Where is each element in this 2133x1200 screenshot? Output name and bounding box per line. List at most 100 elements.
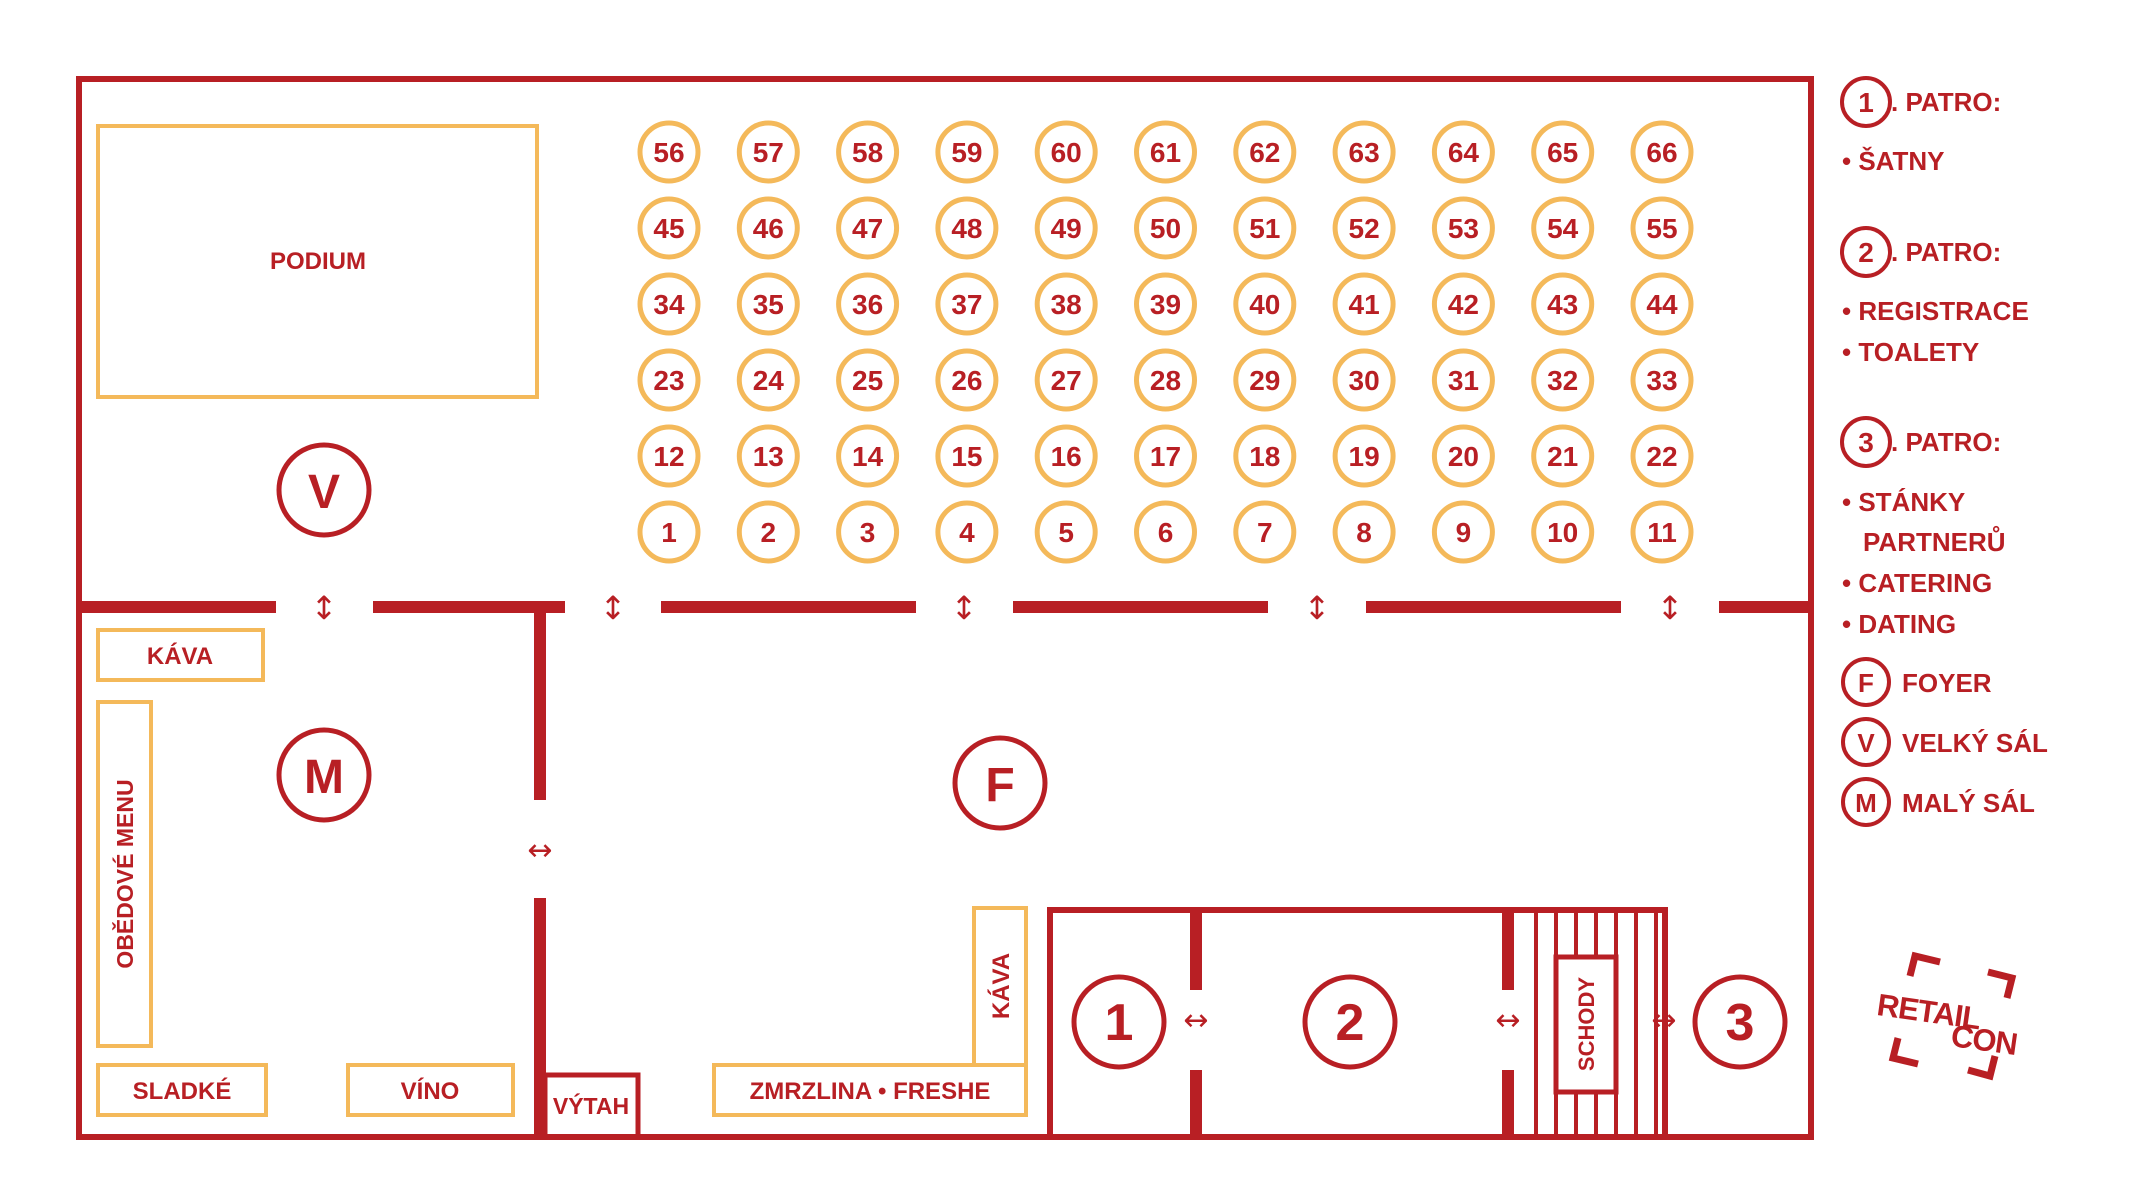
table-circle <box>1134 424 1197 488</box>
table-45: 45 <box>637 196 701 260</box>
table-8: 8 <box>1332 500 1396 564</box>
table-circle <box>736 120 800 184</box>
legend-velky-letter: V <box>1857 728 1875 758</box>
table-29: 29 <box>1233 348 1297 412</box>
table-circle <box>736 500 800 564</box>
legend-floor1-title: . PATRO: <box>1891 87 2001 117</box>
table-49: 49 <box>1034 196 1098 260</box>
table-57: 57 <box>736 120 800 184</box>
door-arrow-8: ↔ <box>1495 1003 1520 1038</box>
table-number: 27 <box>1051 365 1082 396</box>
table-63: 63 <box>1332 120 1396 184</box>
floor3-number: 3 <box>1726 994 1755 1052</box>
table-number: 11 <box>1647 517 1677 548</box>
kava-counter-top <box>96 628 265 682</box>
table-number: 31 <box>1448 365 1479 396</box>
legend-floor3-item-2: PARTNERŮ <box>1863 525 2006 557</box>
table-circle <box>1134 196 1197 260</box>
table-circle <box>1034 196 1098 260</box>
table-circle <box>836 272 900 336</box>
table-number: 30 <box>1349 365 1380 396</box>
table-circle <box>1332 272 1396 336</box>
table-circle <box>1431 120 1495 184</box>
table-circle <box>1034 424 1098 488</box>
table-27: 27 <box>1034 348 1098 412</box>
table-number: 37 <box>951 289 982 320</box>
table-circle <box>1134 348 1197 412</box>
table-9: 9 <box>1431 500 1495 564</box>
velky-sal-marker <box>276 442 372 538</box>
table-48: 48 <box>935 196 999 260</box>
vytah-label: VÝTAH <box>553 1092 629 1119</box>
vino-counter <box>346 1063 515 1117</box>
table-number: 49 <box>1051 213 1082 244</box>
table-51: 51 <box>1233 196 1297 260</box>
table-number: 36 <box>852 289 883 320</box>
table-circle <box>836 500 900 564</box>
table-32: 32 <box>1531 348 1595 412</box>
legend-foyer-letter: F <box>1858 668 1874 698</box>
table-47: 47 <box>836 196 900 260</box>
table-circle <box>637 272 701 336</box>
table-number: 33 <box>1646 365 1677 396</box>
doorway-arrows: ↕ ↕ ↕ ↕ ↕ ↔ ↔ ↔ ↔ <box>311 589 1684 1038</box>
table-number: 43 <box>1547 289 1578 320</box>
table-number: 16 <box>1051 441 1082 472</box>
table-17: 17 <box>1134 424 1197 488</box>
table-circle <box>1431 348 1495 412</box>
table-44: 44 <box>1630 272 1694 336</box>
table-circle <box>637 348 701 412</box>
table-circle <box>935 120 999 184</box>
table-number: 41 <box>1349 289 1380 320</box>
table-circle <box>1233 348 1297 412</box>
table-circle <box>637 500 701 564</box>
schody-stairs <box>1553 954 1619 1095</box>
table-number: 45 <box>653 213 684 244</box>
table-circle <box>1630 348 1694 412</box>
table-circle <box>1332 120 1396 184</box>
table-circle <box>1630 424 1694 488</box>
vytah-elevator <box>542 1072 641 1140</box>
table-number: 42 <box>1448 289 1479 320</box>
table-54: 54 <box>1531 196 1595 260</box>
table-number: 20 <box>1448 441 1479 472</box>
table-11: 11 <box>1630 500 1694 564</box>
table-39: 39 <box>1134 272 1197 336</box>
table-circle <box>1431 424 1495 488</box>
table-number: 48 <box>951 213 982 244</box>
table-number: 62 <box>1249 137 1280 168</box>
table-7: 7 <box>1233 500 1297 564</box>
door-arrow-5: ↕ <box>1657 589 1684 627</box>
table-number: 25 <box>852 365 883 396</box>
table-number: 29 <box>1249 365 1280 396</box>
table-circle <box>1531 424 1595 488</box>
table-3: 3 <box>836 500 900 564</box>
table-number: 9 <box>1456 517 1472 548</box>
table-46: 46 <box>736 196 800 260</box>
legend-floor2-title: . PATRO: <box>1891 237 2001 267</box>
legend: 1 . PATRO: • ŠATNY 2 . PATRO: • REGISTRA… <box>1840 76 2048 827</box>
table-number: 10 <box>1547 517 1578 548</box>
table-number: 63 <box>1349 137 1380 168</box>
table-number: 12 <box>653 441 684 472</box>
table-60: 60 <box>1034 120 1098 184</box>
table-25: 25 <box>836 348 900 412</box>
table-64: 64 <box>1431 120 1495 184</box>
table-number: 4 <box>959 517 975 548</box>
table-number: 7 <box>1257 517 1273 548</box>
table-circle <box>1630 196 1694 260</box>
floor3-marker <box>1692 974 1788 1070</box>
legend-floor1-number: 1 <box>1858 87 1874 118</box>
table-19: 19 <box>1332 424 1396 488</box>
table-58: 58 <box>836 120 900 184</box>
table-number: 58 <box>852 137 883 168</box>
table-50: 50 <box>1134 196 1197 260</box>
table-circle <box>1134 272 1197 336</box>
table-number: 21 <box>1547 441 1578 472</box>
table-number: 44 <box>1646 289 1678 320</box>
sladke-label: SLADKÉ <box>133 1077 232 1105</box>
table-circle <box>836 348 900 412</box>
legend-maly-label: MALÝ SÁL <box>1902 788 2035 818</box>
kava-bottom-label: KÁVA <box>987 953 1015 1019</box>
table-circle <box>1332 196 1396 260</box>
